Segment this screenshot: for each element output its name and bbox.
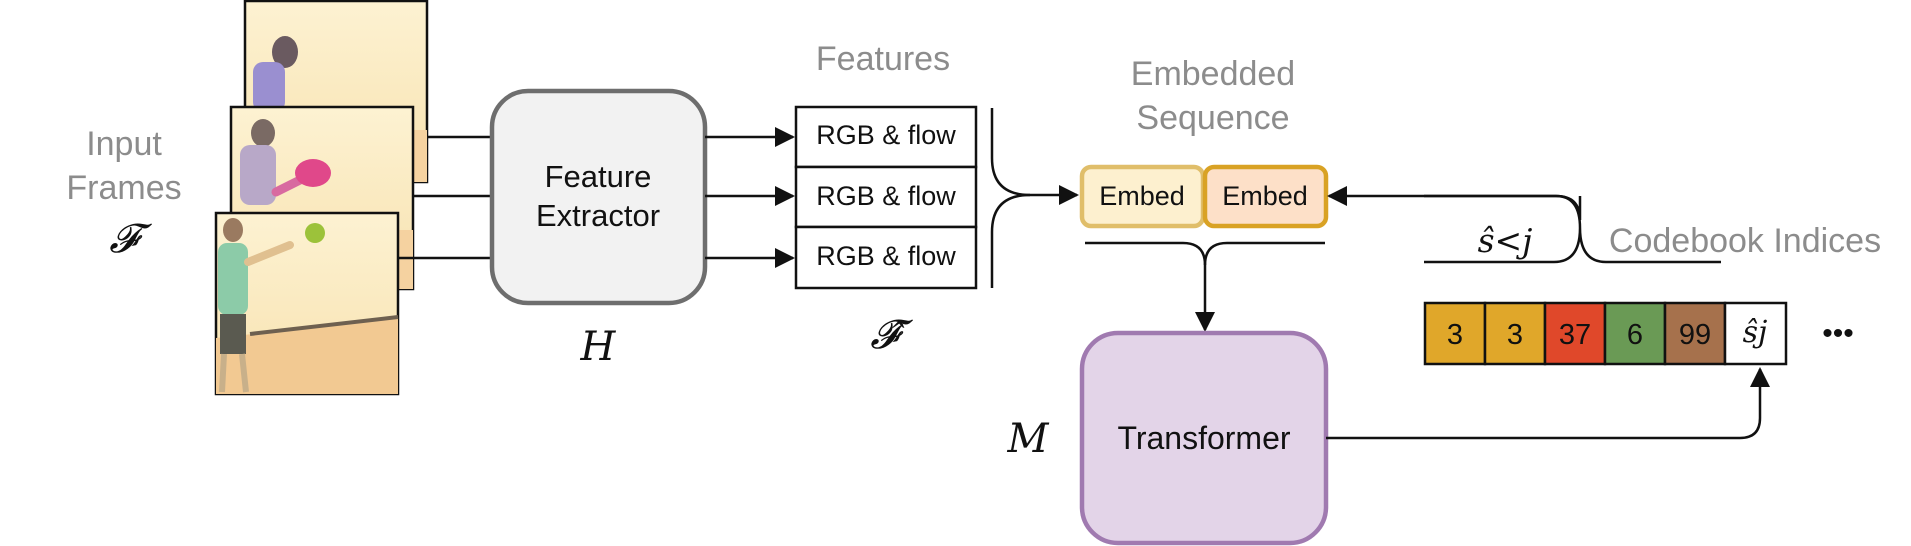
feature-row-label-1: RGB & flow [816, 120, 956, 150]
embed-label-1: Embed [1099, 181, 1185, 211]
features-symbol: 𝓕̂ [870, 312, 913, 358]
features-table: RGB & flow RGB & flow RGB & flow [794, 105, 978, 290]
feature-extractor-symbol: H [580, 324, 617, 370]
codebook-ellipsis: ••• [1822, 317, 1854, 350]
embed-box-2 [1202, 164, 1329, 229]
transformer-label: Transformer [1117, 420, 1290, 456]
codebook-value-2: 3 [1507, 319, 1523, 351]
codebook-cell-2 [1483, 301, 1547, 366]
feature-row-box-3 [794, 225, 978, 290]
transformer-symbol: M [1007, 416, 1050, 462]
embed-label-2: Embed [1222, 181, 1308, 211]
codebook-brace-curve [1424, 194, 1721, 264]
feature-extractor-label-line1: Feature [545, 159, 652, 194]
codebook-value-1: 3 [1447, 319, 1463, 351]
extractor-output-arrows [705, 127, 795, 268]
codebook-cell-next [1723, 301, 1788, 366]
codebook-value-5: 99 [1679, 319, 1711, 351]
feature-row-label-2: RGB & flow [816, 181, 956, 211]
codebook-cell-3 [1543, 301, 1607, 366]
embedded-sequence-title-line2: Sequence [1136, 99, 1289, 137]
input-frames-title-line2: Frames [66, 169, 181, 207]
codebook-value-4: 6 [1627, 319, 1643, 351]
features-brace-lower [990, 193, 1031, 288]
frame-connectors [398, 135, 492, 260]
codebook-brace-arrow [1327, 186, 1582, 221]
feature-row-box-1 [794, 105, 978, 169]
codebook-title: Codebook Indices [1609, 222, 1881, 260]
embed-brace-right [1203, 241, 1325, 266]
codebook-cell-4 [1603, 301, 1667, 366]
feature-row-box-2 [794, 165, 978, 229]
feature-extractor-box [489, 88, 708, 306]
video-frame-front [214, 211, 400, 396]
codebook-brace-label: ŝ<j [1478, 221, 1533, 260]
transformer-output-arrow [1326, 367, 1770, 440]
embed-brace-arrow [1085, 241, 1215, 332]
feature-row-label-3: RGB & flow [816, 241, 956, 271]
features-brace-arrow [990, 108, 1079, 205]
input-frames-symbol: 𝓕 [109, 216, 152, 262]
codebook-value-next: ŝj [1743, 315, 1768, 350]
codebook-cell-1 [1423, 301, 1487, 366]
codebook-cell-5 [1663, 301, 1727, 366]
feature-extractor-label-line2: Extractor [536, 198, 660, 233]
input-frames-title-line1: Input [86, 125, 162, 163]
frame-stack [214, 0, 429, 396]
embedded-sequence-title-line1: Embedded [1131, 55, 1295, 93]
features-title: Features [816, 40, 950, 78]
codebook-value-3: 37 [1559, 319, 1591, 351]
codebook-cells: 3 3 37 6 99 ŝj [1423, 301, 1788, 366]
